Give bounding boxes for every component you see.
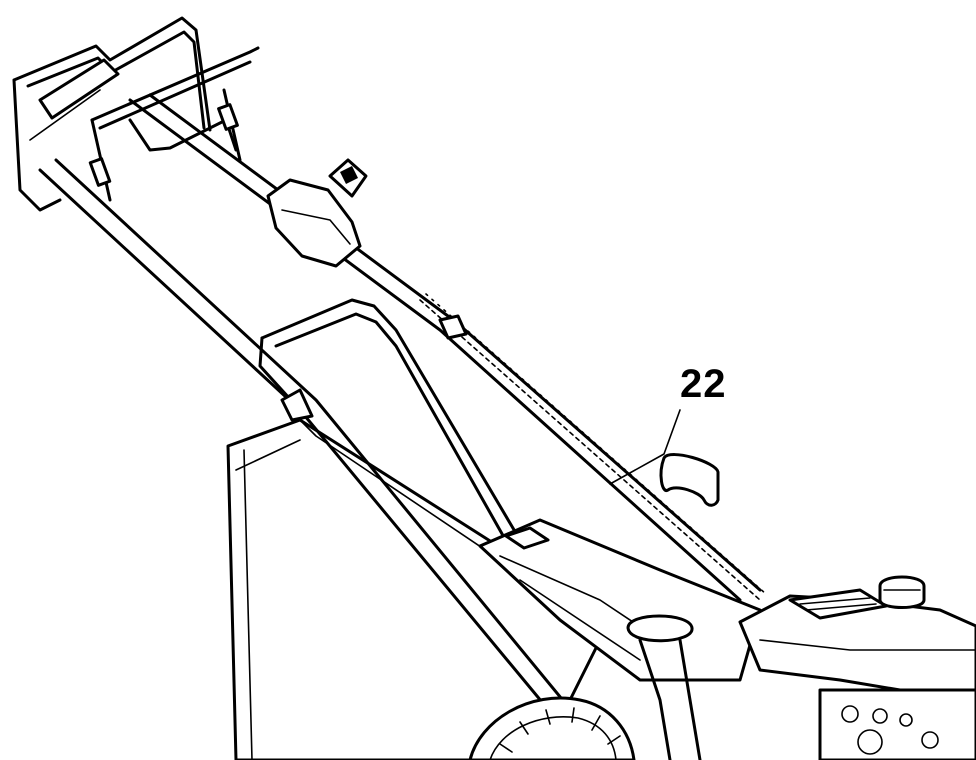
middle-handle — [258, 298, 562, 602]
cable-clip-icon — [659, 453, 720, 507]
callout-22 — [609, 409, 720, 507]
part-number-label: 22 — [680, 362, 727, 406]
upper-handle-bar — [12, 16, 212, 212]
operator-control-bar — [88, 46, 260, 202]
control-box — [266, 158, 368, 268]
drive-lever — [626, 614, 702, 760]
engine — [738, 575, 976, 760]
rear-wheel — [468, 696, 636, 760]
